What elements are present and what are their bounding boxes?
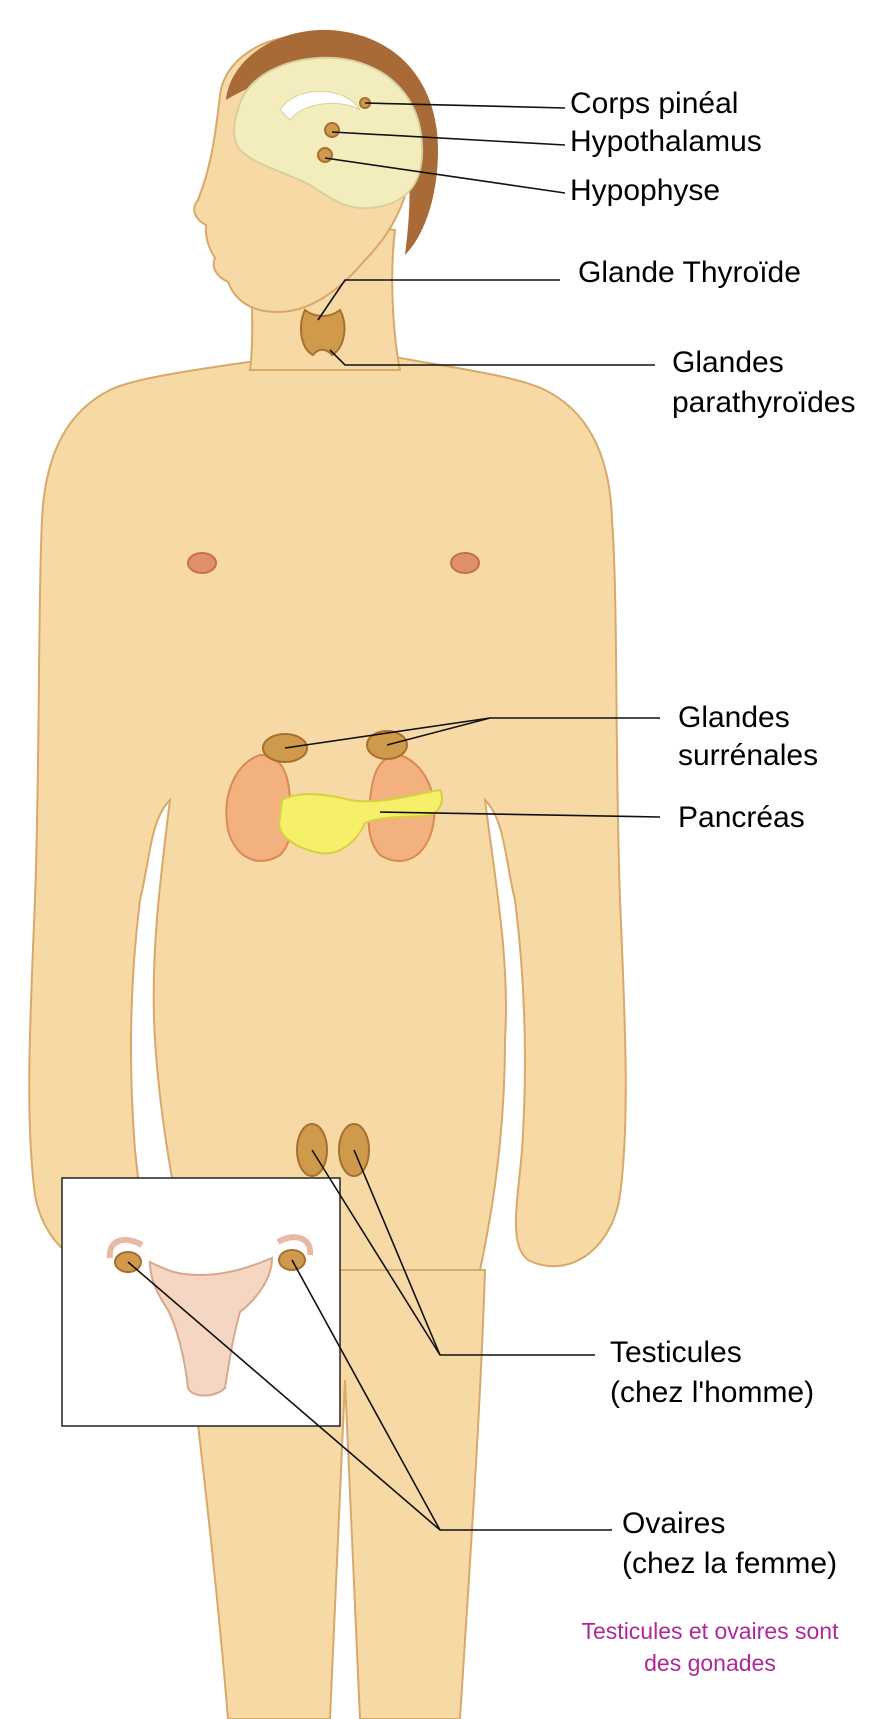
label-pancreas: Pancréas xyxy=(678,800,805,835)
label-ovaires-line2: (chez la femme) xyxy=(622,1546,837,1581)
label-testicules-line1: Testicules xyxy=(610,1335,742,1370)
thyroid xyxy=(301,310,344,355)
gonads-note-line2: des gonades xyxy=(550,1648,870,1678)
gonads-note-line1: Testicules et ovaires sont xyxy=(550,1616,870,1646)
left-nipple xyxy=(188,553,216,573)
label-ovaires-line1: Ovaires xyxy=(622,1506,725,1541)
hypophyse-dot xyxy=(318,148,332,162)
label-glande-thyroide: Glande Thyroïde xyxy=(578,255,801,290)
label-parathyroides-line1: Glandes xyxy=(672,345,784,380)
label-hypophyse: Hypophyse xyxy=(570,173,720,208)
label-hypothalamus: Hypothalamus xyxy=(570,124,762,159)
label-testicules-line2: (chez l'homme) xyxy=(610,1375,814,1410)
label-parathyroides-line2: parathyroïdes xyxy=(672,385,855,420)
label-surrenales-line1: Glandes xyxy=(678,700,790,735)
right-nipple xyxy=(451,553,479,573)
label-surrenales-line2: surrénales xyxy=(678,738,818,773)
hypothalamus-dot xyxy=(325,123,339,137)
label-corps-pineal: Corps pinéal xyxy=(570,86,738,121)
